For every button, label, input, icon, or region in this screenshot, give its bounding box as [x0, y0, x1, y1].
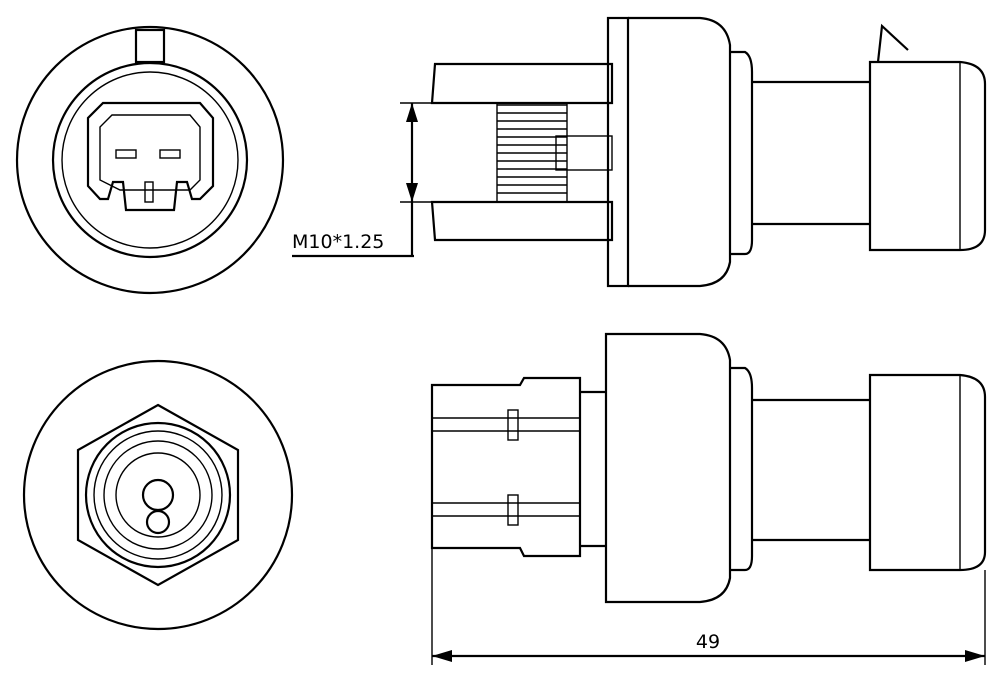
connector-housing [86, 101, 215, 212]
port-hole [141, 478, 175, 512]
locking-tab [134, 28, 166, 64]
overall-length-label: 49 [696, 631, 720, 653]
terminal-pin [144, 181, 154, 203]
connector-end-view [15, 25, 285, 295]
terminal-pin [159, 149, 181, 159]
hex-body [430, 376, 582, 558]
external-side-view [430, 332, 987, 665]
thread-end-view [22, 359, 294, 631]
thread-size-label: M10*1.25 [292, 231, 384, 253]
connector-body [868, 373, 987, 572]
hex-nut [76, 403, 240, 587]
main-body [604, 332, 732, 604]
port-hole [145, 509, 171, 535]
latch-tab [876, 23, 909, 63]
terminal-pin [115, 149, 137, 159]
sectional-side-view [292, 16, 987, 288]
